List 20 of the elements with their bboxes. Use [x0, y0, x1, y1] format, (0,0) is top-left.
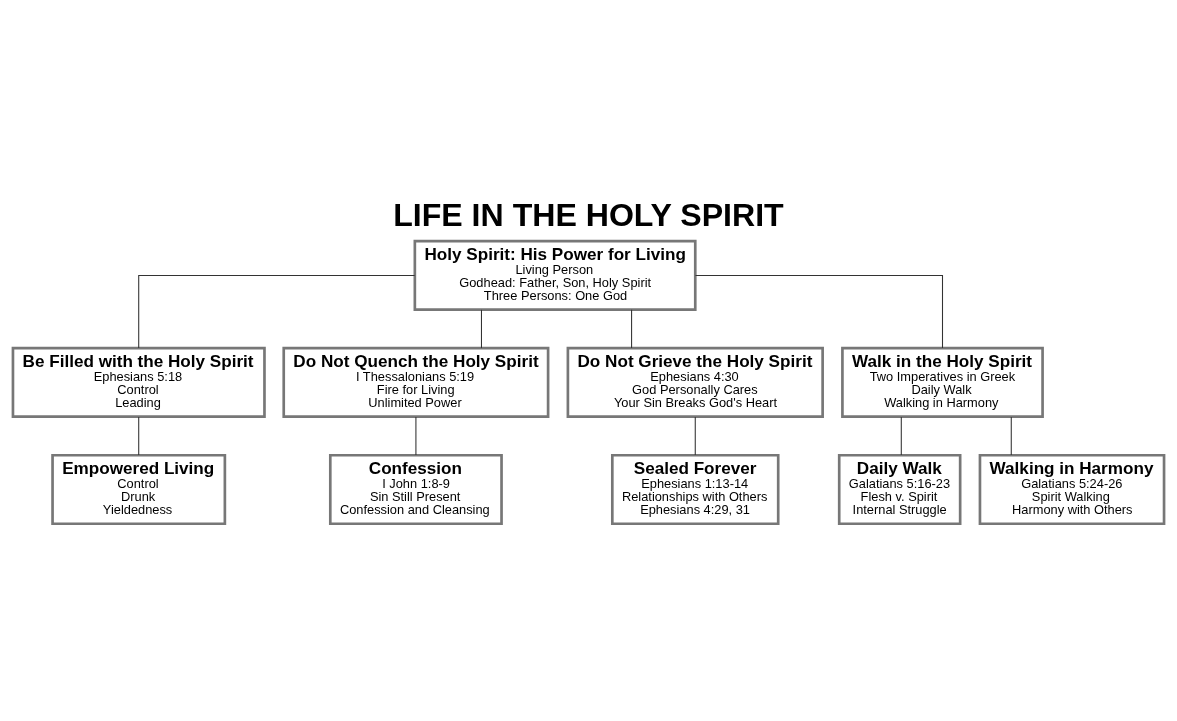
node-box: Daily Walk Galatians 5:16-23 Flesh v. Spirit Internal Struggle	[837, 453, 962, 526]
connector	[415, 416, 417, 456]
connector	[694, 274, 944, 349]
node-box: Holy Spirit: His Power for Living Living Person Godhead: Father, Son, Holy Spirit Three Persons: One God	[413, 239, 697, 311]
connector	[138, 274, 416, 349]
node-box: Do Not Quench the Holy Spirit I Thessalonians 5:19 Fire for Living Unlimited Power	[282, 346, 550, 419]
node-box: Sealed Forever Ephesians 1:13-14 Relationships with Others Ephesians 4:29, 31	[610, 453, 780, 526]
node-box: Be Filled with the Holy Spirit Ephesians 5:18 Control Leading	[11, 346, 266, 419]
connector	[631, 309, 633, 349]
connector	[694, 416, 696, 456]
node-box: Confession I John 1:8-9 Sin Still Present Confession and Cleansing	[328, 453, 503, 526]
node-box: Walk in the Holy Spirit Two Imperatives in Greek Daily Walk Walking in Harmony	[841, 346, 1044, 419]
node-box: Walking in Harmony Galatians 5:24-26 Spirit Walking Harmony with Others	[978, 453, 1166, 526]
node-box: Empowered Living Control Drunk Yieldedness	[51, 453, 227, 526]
diagram-title: LIFE IN THE HOLY SPIRIT	[393, 197, 784, 234]
connector	[138, 416, 140, 456]
connector	[1010, 416, 1012, 456]
connector	[480, 309, 482, 349]
node-box: Do Not Grieve the Holy Spirit Ephesians 4:30 God Personally Cares Your Sin Breaks God's Heart	[566, 346, 824, 419]
connector	[900, 416, 902, 456]
